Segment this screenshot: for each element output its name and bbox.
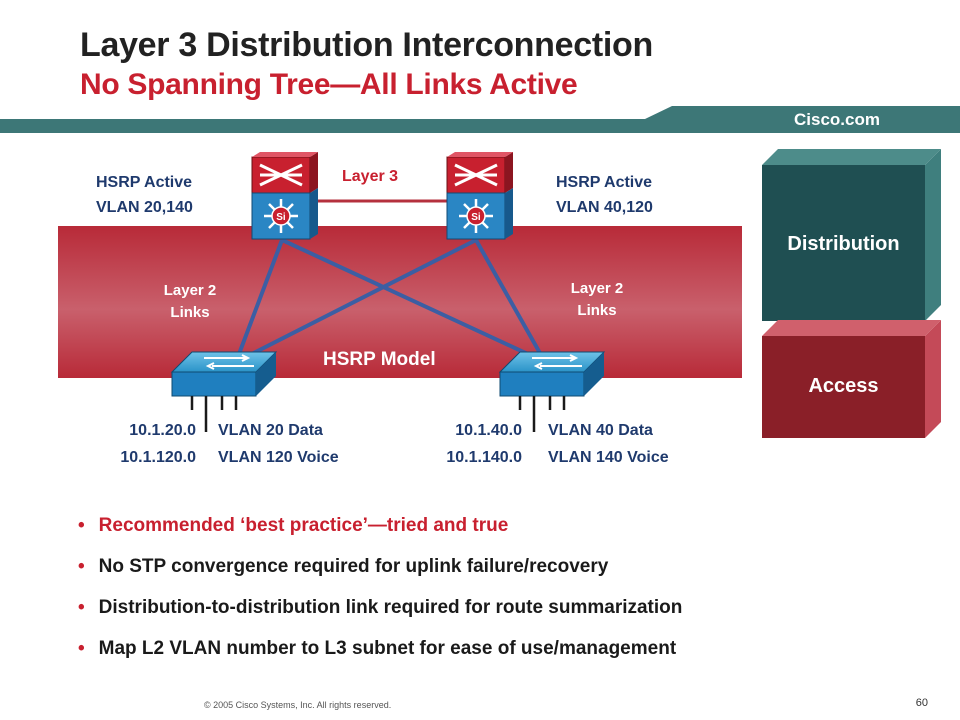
bullet-text: Distribution-to-distribution link requir…	[98, 597, 683, 618]
right-access-switch	[498, 351, 606, 432]
right-hsrp-vlans: VLAN 40,120	[556, 199, 653, 216]
uplink-left-left	[234, 239, 284, 363]
page-number: 60	[915, 697, 928, 709]
bullet-dot-icon: •	[78, 556, 85, 577]
access-layer-block	[762, 320, 941, 438]
uplink-right-right	[474, 239, 547, 363]
bullet-text: Recommended ‘best practice’—tried and tr…	[98, 515, 509, 536]
right-l2-links-label-2: Links	[577, 302, 617, 319]
bullet-text: No STP convergence required for uplink f…	[98, 556, 609, 577]
access-layer-label: Access	[808, 375, 879, 397]
header-bar	[0, 106, 960, 133]
distribution-layer-block	[762, 149, 941, 321]
uplink-left-right	[281, 238, 546, 364]
router-badge-left: Si	[276, 212, 286, 223]
hsrp-band	[58, 226, 742, 378]
left-subnet-data: 10.1.20.0	[129, 422, 196, 439]
copyright-footer: © 2005 Cisco Systems, Inc. All rights re…	[204, 700, 392, 710]
bullet-dot-icon: •	[78, 638, 85, 659]
distribution-layer-label: Distribution	[787, 233, 900, 255]
right-vlan-voice: VLAN 140 Voice	[548, 449, 669, 466]
left-l2-links-label-1: Layer 2	[163, 282, 217, 299]
left-access-switch	[170, 351, 278, 432]
router-badge-right: Si	[471, 212, 481, 223]
left-subnet-voice: 10.1.120.0	[120, 449, 196, 466]
uplink-right-left	[235, 238, 477, 364]
right-subnet-voice: 10.1.140.0	[446, 449, 522, 466]
bullet-item: • Map L2 VLAN number to L3 subnet for eas…	[78, 635, 682, 676]
right-subnet-data: 10.1.40.0	[455, 422, 522, 439]
left-l2-links-label-2: Links	[170, 304, 210, 321]
right-distribution-switch: Si	[446, 152, 513, 240]
cisco-brand: Cisco.com	[794, 110, 880, 129]
bullet-dot-icon: •	[78, 597, 85, 618]
left-hsrp-vlans: VLAN 20,140	[96, 199, 193, 216]
bullet-item: • Distribution-to-distribution link requi…	[78, 594, 682, 635]
layer3-label: Layer 3	[342, 168, 399, 185]
right-vlan-data: VLAN 40 Data	[548, 422, 653, 439]
left-distribution-switch: Si	[251, 152, 318, 240]
hsrp-model-label: HSRP Model	[323, 349, 436, 370]
right-l2-links-label-1: Layer 2	[570, 280, 624, 297]
left-hsrp-role: HSRP Active	[96, 174, 193, 191]
left-vlan-data: VLAN 20 Data	[218, 422, 323, 439]
slide-subtitle: No Spanning Tree—All Links Active	[80, 68, 578, 101]
bullet-item: • No STP convergence required for uplink …	[78, 553, 682, 594]
right-hsrp-role: HSRP Active	[556, 174, 653, 191]
slide-title: Layer 3 Distribution Interconnection	[80, 26, 653, 64]
bullet-dot-icon: •	[78, 515, 85, 536]
bullet-text: Map L2 VLAN number to L3 subnet for ease…	[98, 638, 677, 659]
network-links	[234, 199, 547, 364]
left-vlan-voice: VLAN 120 Voice	[218, 449, 339, 466]
bullet-item: • Recommended ‘best practice’—tried and t…	[78, 512, 682, 553]
bullet-list: • Recommended ‘best practice’—tried and t…	[78, 512, 682, 676]
